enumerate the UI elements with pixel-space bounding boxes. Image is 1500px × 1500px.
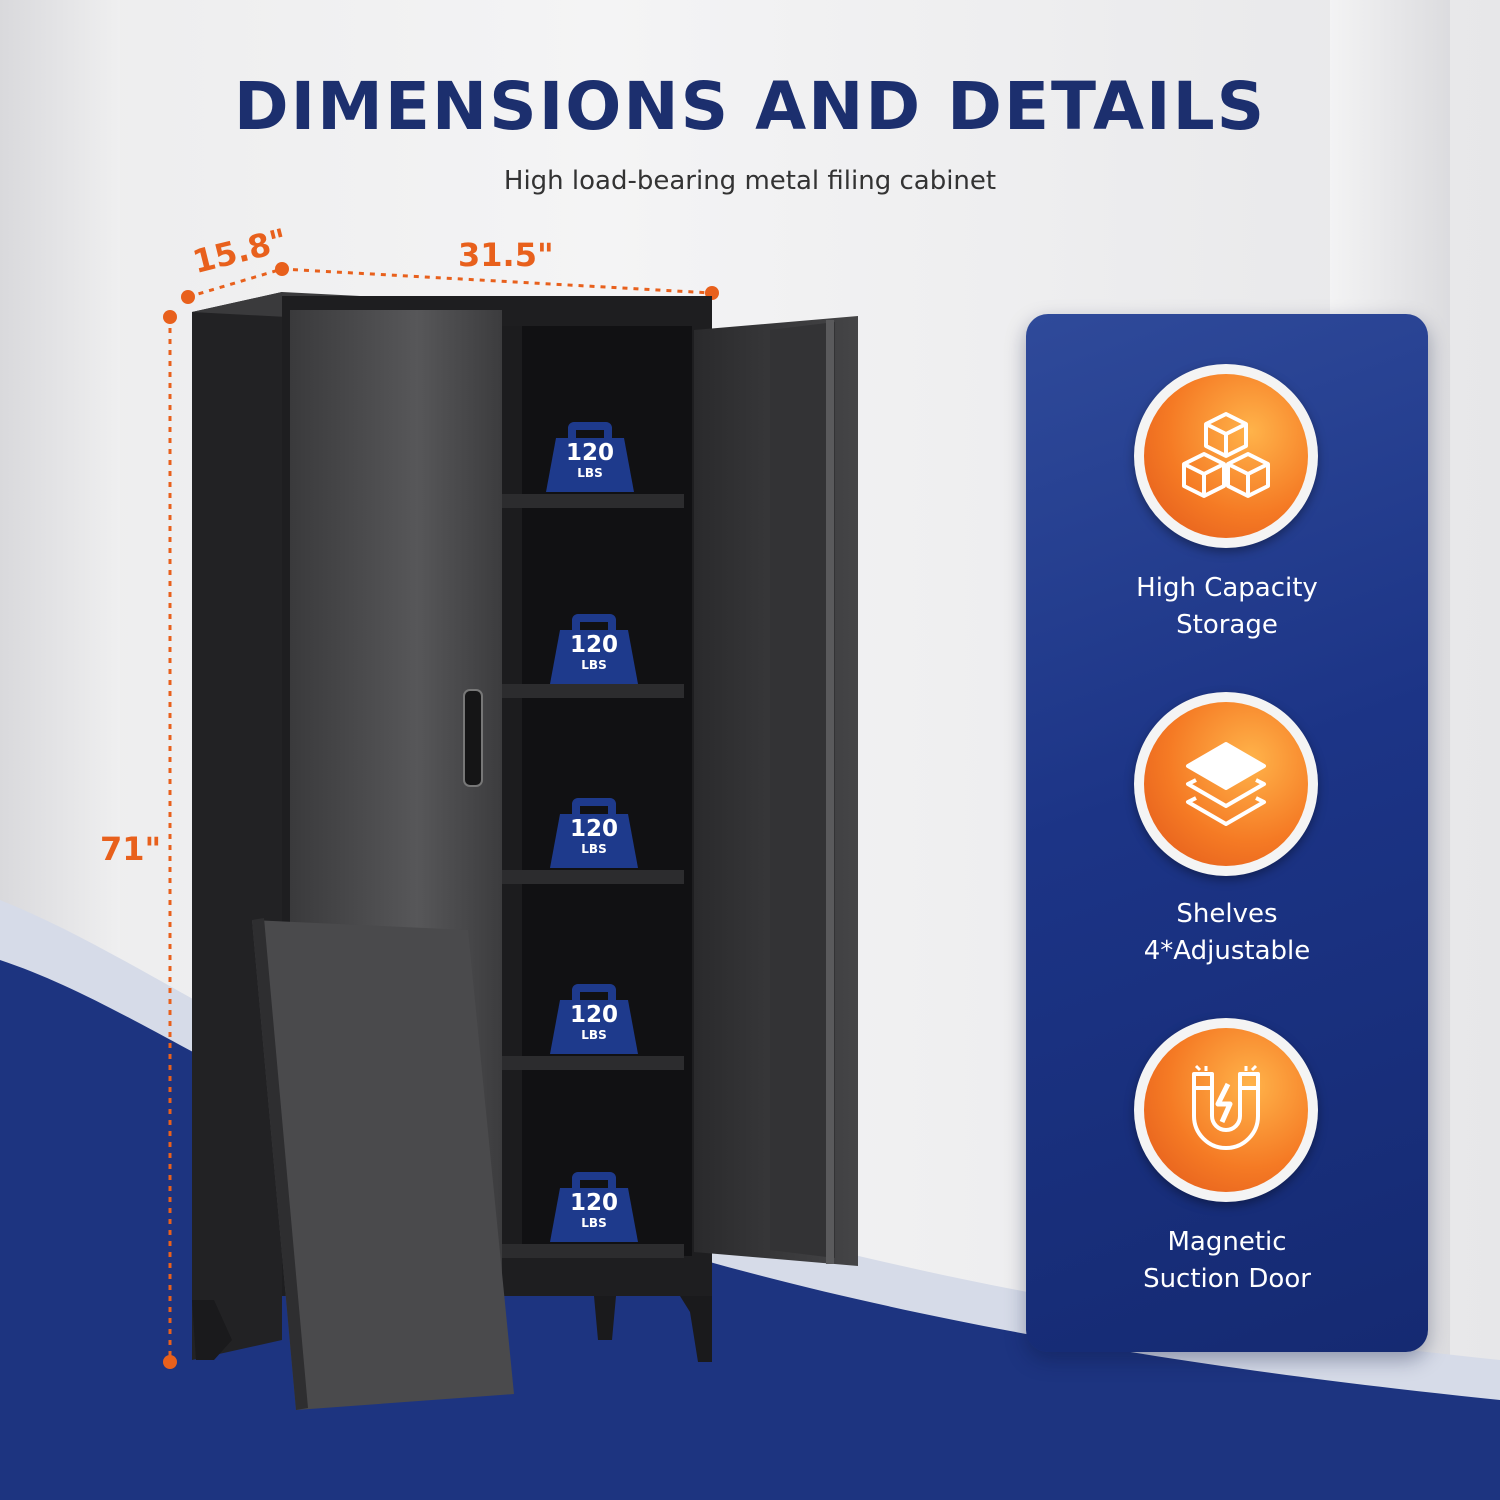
feature-label: High Capacity Storage: [1026, 570, 1428, 644]
feature-label-line2: Suction Door: [1143, 1264, 1311, 1294]
shelf-weight-3: 120 LBS: [548, 794, 640, 870]
weight-unit: LBS: [577, 466, 603, 480]
feature-label-line1: Shelves: [1176, 899, 1278, 929]
weight-icon: [550, 798, 638, 868]
weight-value: 120: [569, 816, 618, 842]
cubes-icon: [1182, 412, 1270, 498]
feature-label-line1: Magnetic: [1167, 1227, 1287, 1257]
feature-label: Shelves 4*Adjustable: [1026, 896, 1428, 970]
weight-icon: [546, 422, 634, 492]
weight-value: 120: [569, 632, 618, 658]
feature-panel: High Capacity Storage Shelves 4*Adjustab…: [1026, 314, 1428, 1352]
shelf-weight-1: 120 LBS: [544, 418, 636, 494]
layers-icon: [1186, 742, 1266, 826]
feature-label-line2: 4*Adjustable: [1143, 936, 1311, 966]
magnet-icon: [1192, 1064, 1260, 1150]
page-title: DIMENSIONS AND DETAILS: [233, 68, 1267, 145]
weight-icon: [550, 984, 638, 1054]
weight-unit: LBS: [581, 842, 607, 856]
weight-unit: LBS: [581, 1028, 607, 1042]
feature-label: Magnetic Suction Door: [1026, 1224, 1428, 1298]
weight-value: 120: [565, 440, 614, 466]
feature-badge: [1134, 1018, 1318, 1202]
weight-unit: LBS: [581, 1216, 607, 1230]
shelf-weight-5: 120 LBS: [548, 1168, 640, 1244]
weight-icon: [550, 1172, 638, 1242]
weight-value: 120: [569, 1190, 618, 1216]
feature-badge: [1134, 692, 1318, 876]
feature-label-line2: Storage: [1176, 610, 1278, 640]
height-label: 71": [100, 830, 162, 868]
weight-icon: [550, 614, 638, 684]
feature-label-line1: High Capacity: [1136, 573, 1318, 603]
page-subtitle: High load-bearing metal filing cabinet: [503, 166, 997, 196]
shelf-weight-2: 120 LBS: [548, 610, 640, 686]
weight-value: 120: [569, 1002, 618, 1028]
feature-badge: [1134, 364, 1318, 548]
shelf-weight-4: 120 LBS: [548, 980, 640, 1056]
width-label: 31.5": [458, 236, 554, 274]
weight-unit: LBS: [581, 658, 607, 672]
